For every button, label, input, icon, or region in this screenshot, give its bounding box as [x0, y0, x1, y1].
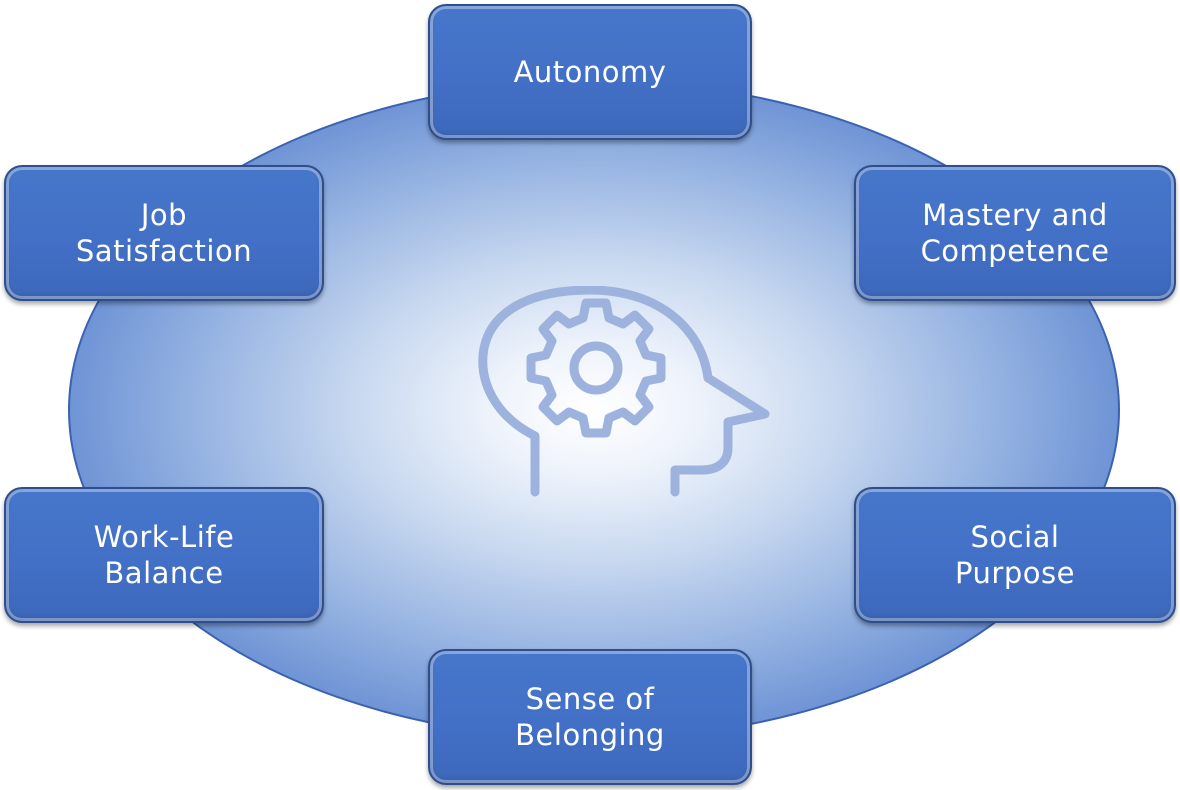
node-work-life-balance: Work-Life Balance: [4, 487, 324, 623]
head-with-gear-icon: [478, 286, 770, 497]
head-outline: [478, 286, 770, 497]
gear-icon: [526, 298, 666, 438]
node-social-purpose: Social Purpose: [854, 487, 1176, 623]
node-autonomy: Autonomy: [428, 4, 752, 140]
node-mastery-and-competence: Mastery and Competence: [854, 165, 1176, 301]
node-sense-of-belonging: Sense of Belonging: [428, 649, 752, 785]
node-job-satisfaction: Job Satisfaction: [4, 165, 324, 301]
